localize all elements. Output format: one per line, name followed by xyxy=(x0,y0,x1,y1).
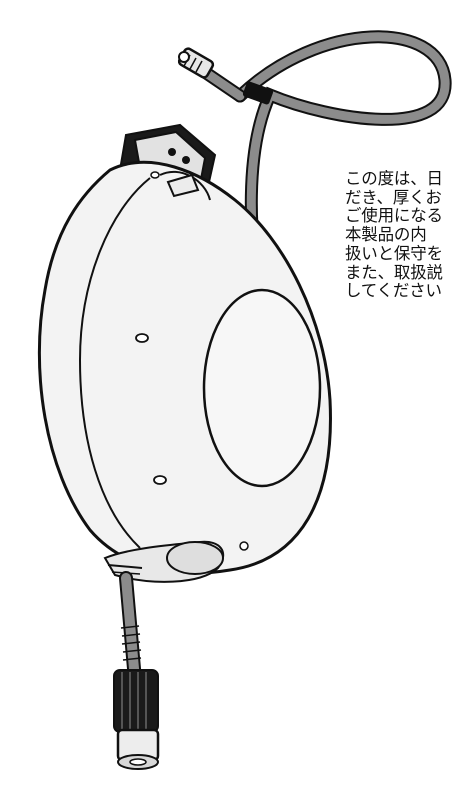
intro-text-block: この度は、日 だき、厚くお ご使用になる 本製品の内 扱いと保守を また、取扱説… xyxy=(345,170,461,300)
intro-line-1: この度は、日 xyxy=(345,170,443,188)
lower-coupler xyxy=(113,669,160,770)
intro-line-4: 本製品の内 xyxy=(345,225,427,245)
reel-body xyxy=(37,160,332,583)
intro-line-7: してください xyxy=(345,281,442,300)
intro-line-3: ご使用になる xyxy=(345,206,443,226)
upper-coupler xyxy=(177,47,215,79)
intro-line-6: また、取扱説 xyxy=(345,262,443,282)
intro-line-2: だき、厚くお xyxy=(345,187,442,207)
lower-hose xyxy=(119,571,142,687)
intro-line-5: 扱いと保守を xyxy=(345,243,443,263)
hose-clip xyxy=(242,81,274,105)
